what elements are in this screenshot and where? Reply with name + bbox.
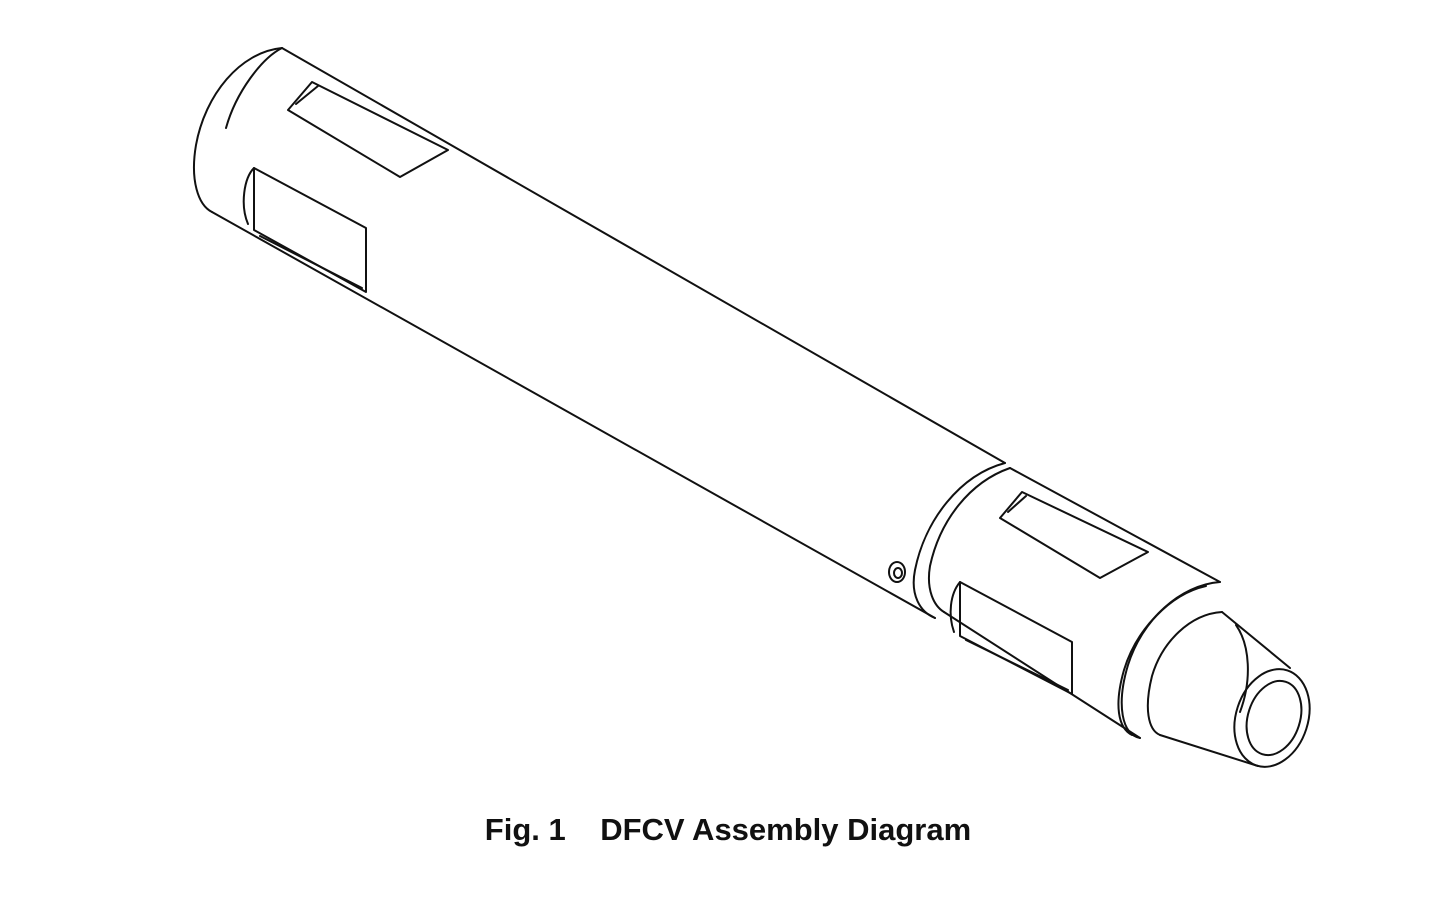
collar-ring-inner: [928, 467, 1011, 613]
nozzle-bevel: [1235, 624, 1249, 713]
barrel-top-edge: [281, 47, 1006, 464]
figure-caption: Fig. 1 DFCV Assembly Diagram: [0, 812, 1456, 848]
lower-left-window-curve: [242, 167, 255, 225]
shoulder-ring: [1117, 581, 1223, 739]
figure-number-label: Fig. 1: [484, 812, 566, 847]
lower-right-window-curve: [949, 581, 961, 633]
screw-hole-inner: [893, 567, 903, 579]
lower-housing-bottom-edge: [943, 611, 1141, 739]
upper-right-window-slot: [999, 491, 1149, 579]
upper-left-window-slot: [287, 81, 449, 178]
nozzle-end-face-inner: [1245, 679, 1303, 757]
shoulder-ring-inner: [1146, 611, 1223, 736]
nozzle-top-edge: [1221, 611, 1291, 669]
screw-hole: [888, 561, 906, 583]
shoulder-ring-outer: [1120, 581, 1221, 739]
lower-housing: [943, 467, 1221, 739]
upper-left-window-inner-edge: [295, 85, 319, 105]
left-end-cap-rim: [225, 47, 283, 129]
figure-title: DFCV Assembly Diagram: [600, 812, 972, 847]
nozzle-tip: [1159, 611, 1311, 768]
lower-left-window-slot: [242, 167, 367, 293]
lower-left-window-outline: [253, 167, 367, 293]
lower-right-window-outline: [959, 581, 1073, 695]
lower-housing-top-edge: [1009, 467, 1221, 583]
screw-hole-outer: [888, 561, 906, 583]
collar-ring-outer: [912, 462, 1006, 619]
shoulder-ring-mid: [1117, 585, 1207, 736]
left-end-cap-face: [192, 47, 283, 213]
lower-right-window-inner-edge: [965, 639, 1069, 691]
collar-ring: [912, 462, 1011, 619]
nozzle-bottom-edge: [1159, 734, 1259, 767]
left-end-cap: [192, 47, 283, 213]
upper-right-window-outline: [999, 491, 1149, 579]
barrel-bottom-edge: [211, 211, 936, 619]
upper-left-window-outline: [287, 81, 449, 178]
lower-right-window-slot: [949, 581, 1073, 695]
upper-right-window-inner-edge: [1007, 495, 1027, 513]
main-barrel: [211, 47, 1006, 619]
nozzle-end-face-outer: [1233, 668, 1311, 768]
lower-left-window-inner-edge: [259, 235, 363, 289]
